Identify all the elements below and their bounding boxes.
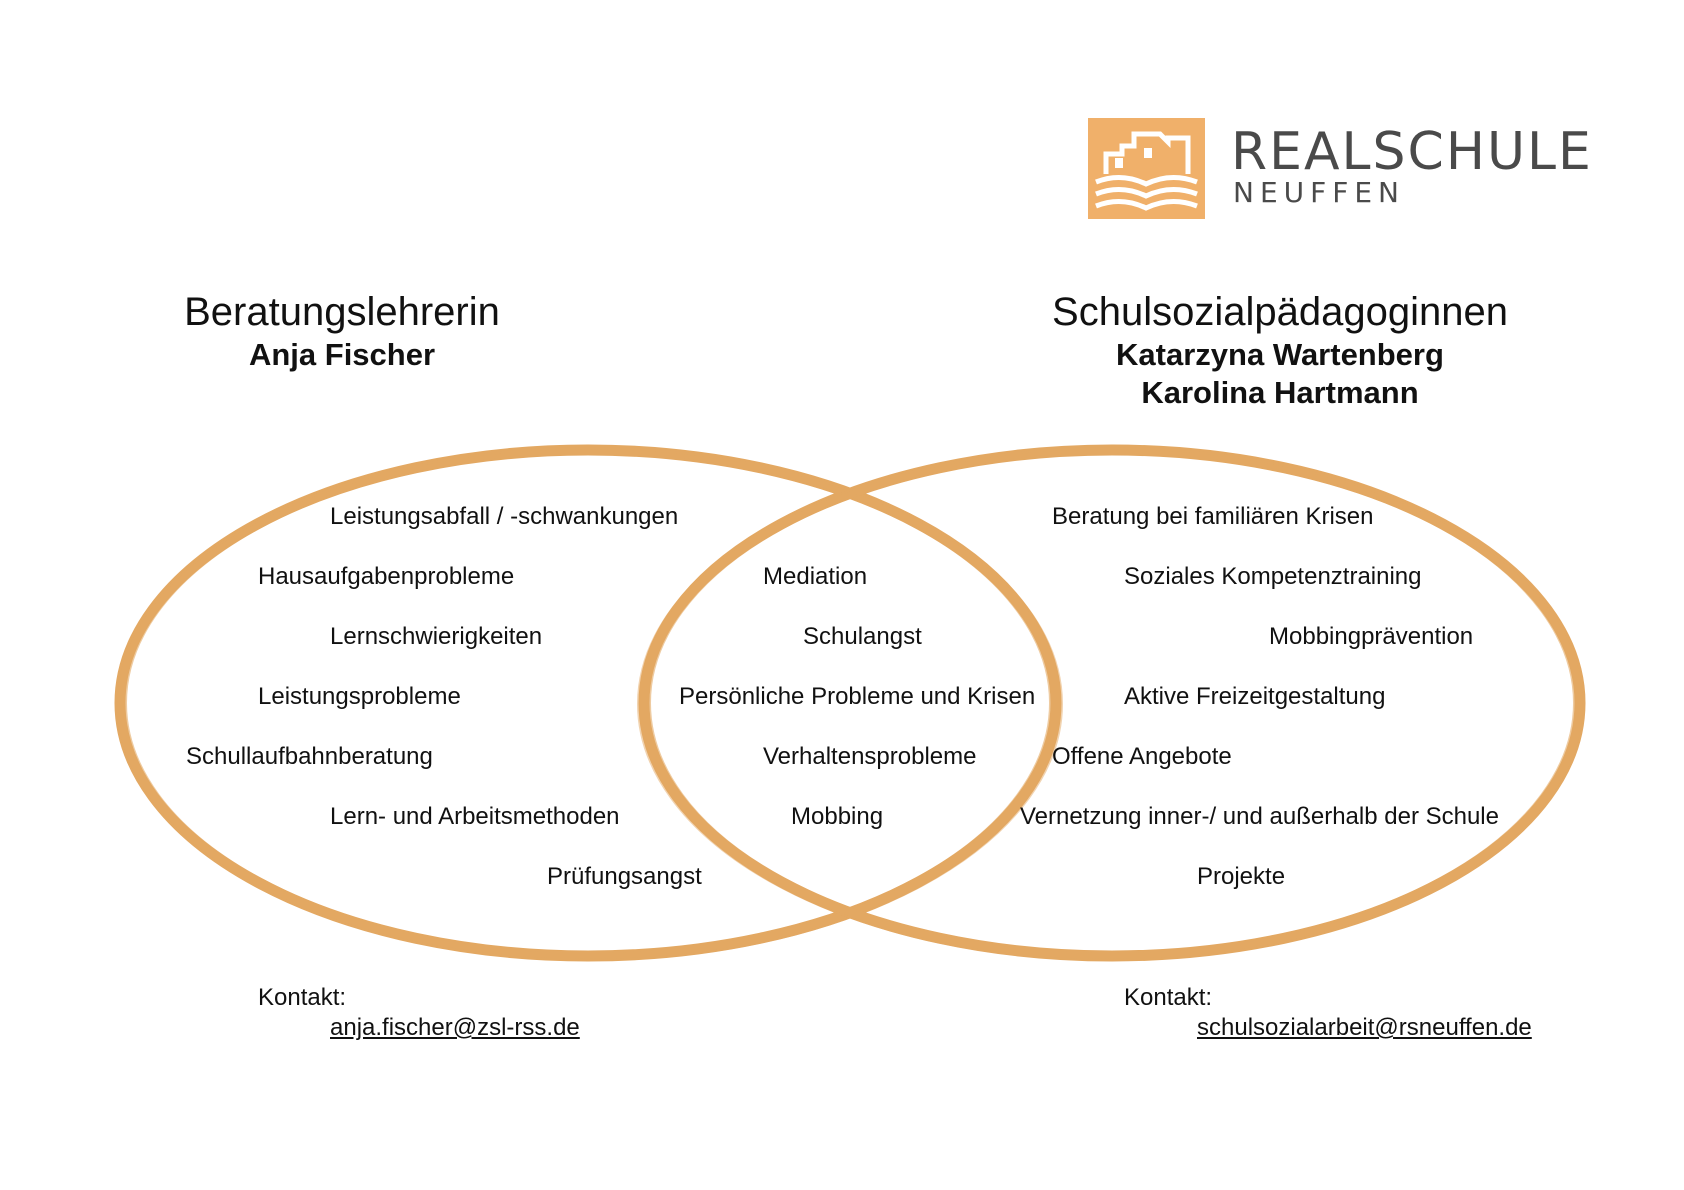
school-building-book-icon: [1088, 118, 1205, 219]
right-item: Mobbingprävention: [1269, 623, 1474, 650]
right-contact-label: Kontakt:: [1124, 984, 1213, 1011]
left-item: Prüfungsangst: [547, 863, 702, 890]
center-item: Schulangst: [803, 623, 922, 650]
left-person-name: Anja Fischer: [248, 337, 436, 372]
logo-name: REALSCHULE: [1231, 122, 1593, 182]
left-item: Lernschwierigkeiten: [330, 623, 543, 650]
right-item: Projekte: [1197, 863, 1286, 890]
left-item: Lern- und Arbeitsmethoden: [330, 803, 620, 830]
left-item: Leistungsabfall / -schwankungen: [330, 503, 679, 530]
center-item: Verhaltensprobleme: [763, 743, 977, 770]
right-email-link[interactable]: schulsozialarbeit@rsneuffen.de: [1197, 1014, 1532, 1041]
left-role-title: Beratungslehrerin: [184, 290, 500, 334]
left-contact-label: Kontakt:: [258, 984, 347, 1011]
center-item: Mobbing: [791, 803, 884, 830]
left-email-link[interactable]: anja.fischer@zsl-rss.de: [330, 1014, 580, 1041]
right-item: Aktive Freizeitgestaltung: [1124, 683, 1386, 710]
right-role-title: Schulsozialpädagoginnen: [1052, 290, 1508, 334]
right-item: Vernetzung inner-/ und außerhalb der Sch…: [1020, 803, 1499, 830]
right-item: Soziales Kompetenztraining: [1124, 563, 1422, 590]
school-logo: REALSCHULE NEUFFEN: [1088, 118, 1591, 220]
center-item: Persönliche Probleme und Krisen: [679, 683, 1036, 710]
left-ring: [114, 444, 1063, 962]
left-item: Hausaufgabenprobleme: [258, 563, 515, 590]
center-item: Mediation: [763, 563, 868, 590]
right-person-name-1: Katarzyna Wartenberg: [1116, 337, 1444, 372]
logo-subname: NEUFFEN: [1233, 176, 1405, 209]
right-item: Offene Angebote: [1052, 743, 1232, 770]
right-person-name-2: Karolina Hartmann: [1141, 375, 1419, 410]
left-item: Leistungsprobleme: [258, 683, 461, 710]
left-item: Schullaufbahnberatung: [186, 743, 433, 770]
right-item: Beratung bei familiären Krisen: [1052, 503, 1374, 530]
right-ring: [637, 444, 1586, 962]
